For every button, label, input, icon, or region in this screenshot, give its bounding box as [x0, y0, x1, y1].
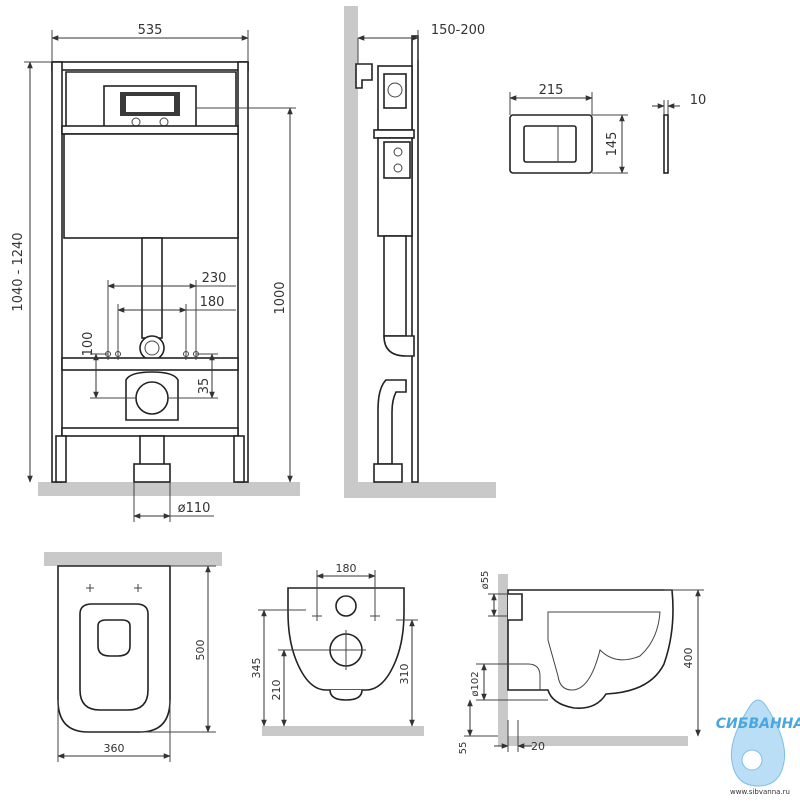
- floor-bowl-side: [498, 736, 688, 746]
- dim-inlet-diameter: ø55: [480, 571, 491, 590]
- dim-frame-height-range: 1040 - 1240: [11, 232, 26, 311]
- dim-bowl-height: 400: [682, 648, 695, 669]
- dim-offset-35: 35: [197, 378, 212, 395]
- outlet-opening: [135, 381, 169, 415]
- dim-frame-width: 535: [138, 23, 163, 38]
- dim-spacing-180: 180: [200, 295, 225, 310]
- flush-pipe: [141, 237, 163, 339]
- flush-plate-view: 215 145 10: [509, 83, 707, 174]
- bowl-back-view: 180 345 210 310: [250, 562, 424, 736]
- dim-bowl-length: 500: [194, 640, 207, 661]
- frame-side-view: 150-200: [344, 6, 496, 498]
- dim-bowl-width: 360: [104, 742, 125, 755]
- dim-outlet-height: 210: [270, 680, 283, 701]
- wall-bowl-side: [498, 574, 508, 744]
- bowl-outline-side: [507, 589, 674, 710]
- dim-bowl-total-height: 345: [250, 658, 263, 679]
- floor-side: [344, 482, 496, 498]
- dim-plate-height: 145: [605, 132, 620, 157]
- floor-front: [38, 482, 300, 496]
- dim-plate-width: 215: [539, 83, 564, 98]
- wall-top-view: [44, 552, 222, 566]
- cistern-body: [63, 133, 239, 239]
- watermark-site: www.sibvanna.ru: [730, 788, 790, 796]
- frame-front-view: 535 1040 - 1240 1000 230 180 100 35: [11, 23, 300, 522]
- dim-outlet-diameter: ø102: [470, 671, 481, 696]
- bowl-top-view: 500 360: [44, 552, 222, 762]
- watermark-logo: СИБВАННА www.sibvanna.ru: [716, 699, 800, 796]
- dim-frame-height: 1000: [273, 281, 288, 314]
- dim-rim-height: 310: [398, 664, 411, 685]
- dim-offset-55: 55: [458, 742, 469, 755]
- dim-spacing-230: 230: [202, 271, 227, 286]
- wall-side: [344, 6, 358, 498]
- dim-bolt-spacing: 180: [336, 562, 357, 575]
- dim-frame-depth: 150-200: [431, 23, 485, 38]
- dim-plate-thickness: 10: [690, 93, 707, 108]
- watermark-brand: СИБВАННА: [716, 716, 800, 732]
- dim-offset-100: 100: [81, 332, 96, 357]
- bowl-side-view: ø55 ø102 400 55 20: [458, 571, 704, 755]
- dim-pipe-diameter: ø110: [178, 501, 211, 516]
- floor-back-view: [262, 726, 424, 736]
- dim-offset-20: 20: [531, 740, 545, 753]
